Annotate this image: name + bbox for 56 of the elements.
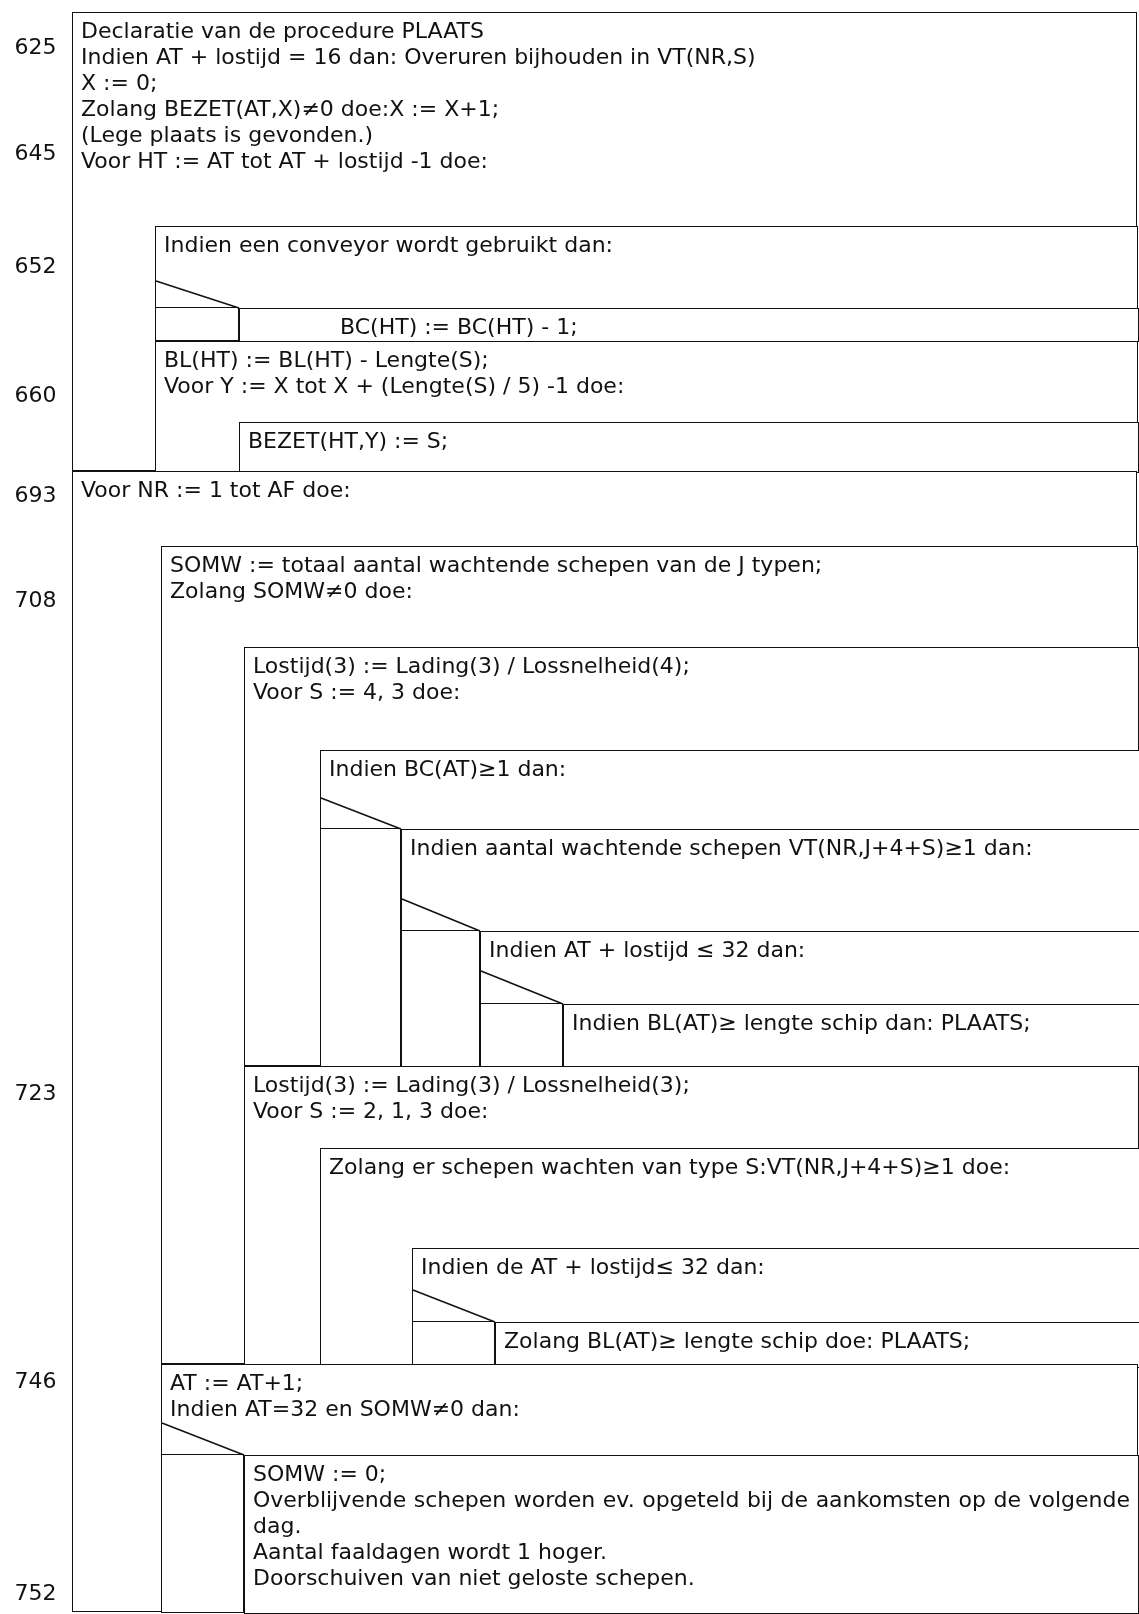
statement-text: Indien AT=32 en SOMW≠0 dan:	[169, 1396, 521, 1422]
line-number: 660	[13, 382, 58, 408]
line-number: 752	[13, 1580, 58, 1606]
statement-text: Indien BC(AT)≥1 dan:	[328, 756, 568, 782]
statement-text: Zolang SOMW≠0 doe:	[169, 578, 414, 604]
statement-text: Voor S := 2, 1, 3 doe:	[252, 1098, 490, 1124]
statement-text: Overblijvende schepen worden ev. opgeteld bij de aankomsten op de volgende dag.	[252, 1487, 1131, 1539]
line-number: 645	[13, 140, 58, 166]
statement-block	[495, 1322, 1139, 1368]
statement-text: (Lege plaats is gevonden.)	[80, 122, 375, 148]
statement-text: SOMW := totaal aantal wachtende schepen van de J typen;	[169, 552, 824, 578]
condition-block	[161, 1364, 1138, 1613]
condition-block	[320, 750, 1139, 1067]
statement-text: Indien BL(AT)≥ lengte schip dan: PLAATS;	[571, 1010, 1032, 1036]
line-number: 708	[13, 587, 58, 613]
statement-text: Voor Y := X tot X + (Lengte(S) / 5) -1 doe:	[163, 373, 626, 399]
statement-text: Voor HT := AT tot AT + lostijd -1 doe:	[80, 148, 489, 174]
loop-block	[244, 1066, 1139, 1365]
statement-text: Indien een conveyor wordt gebruikt dan:	[163, 232, 614, 258]
statement-text: AT := AT+1;	[169, 1370, 305, 1396]
line-number: 723	[13, 1080, 58, 1106]
statement-text: Lostijd(3) := Lading(3) / Lossnelheid(4);	[252, 653, 691, 679]
statement-text: Indien de AT + lostijd≤ 32 dan:	[420, 1254, 766, 1280]
statement-text: Zolang BL(AT)≥ lengte schip doe: PLAATS;	[503, 1328, 972, 1354]
statement-block	[244, 1455, 1139, 1614]
condition-block	[412, 1248, 1139, 1367]
condition-block	[155, 226, 1138, 341]
condition-block	[480, 931, 1139, 1069]
statement-text: Zolang er schepen wachten van type S:VT(NR,J+4+S)≥1 doe:	[328, 1154, 1012, 1180]
statement-text: Indien aantal wachtende schepen VT(NR,J+4+S)≥1 dan:	[409, 835, 1034, 861]
loop-block	[155, 341, 1138, 472]
loop-block	[72, 12, 1137, 471]
statement-text: Voor NR := 1 tot AF doe:	[80, 477, 352, 503]
line-number: 746	[13, 1368, 58, 1394]
loop-block	[244, 647, 1139, 1066]
statement-text: Doorschuiven van niet geloste schepen.	[252, 1565, 696, 1591]
statement-text: Declaratie van de procedure PLAATS	[80, 18, 485, 44]
line-number: 625	[13, 34, 58, 60]
loop-block	[72, 471, 1137, 1612]
statement-text: X := 0;	[80, 70, 159, 96]
line-number: 652	[13, 253, 58, 279]
statement-text: BC(HT) := BC(HT) - 1;	[339, 314, 579, 340]
statement-block	[239, 308, 1139, 342]
loop-block	[320, 1148, 1139, 1366]
line-number: 693	[13, 482, 58, 508]
statement-text: Indien AT + lostijd ≤ 32 dan:	[488, 937, 807, 963]
statement-text: Aantal faaldagen wordt 1 hoger.	[252, 1539, 608, 1565]
statement-text: Voor S := 4, 3 doe:	[252, 679, 462, 705]
statement-text: Indien AT + lostijd = 16 dan: Overuren bijhouden in VT(NR,S)	[80, 44, 757, 70]
statement-text: Zolang BEZET(AT,X)≠0 doe:X := X+1;	[80, 96, 501, 122]
statement-block	[239, 422, 1139, 473]
statement-text: SOMW := 0;	[252, 1461, 388, 1487]
statement-text: BEZET(HT,Y) := S;	[247, 428, 450, 454]
statement-text: Lostijd(3) := Lading(3) / Lossnelheid(3);	[252, 1072, 691, 1098]
condition-block	[401, 829, 1139, 1068]
statement-text: BL(HT) := BL(HT) - Lengte(S);	[163, 347, 490, 373]
